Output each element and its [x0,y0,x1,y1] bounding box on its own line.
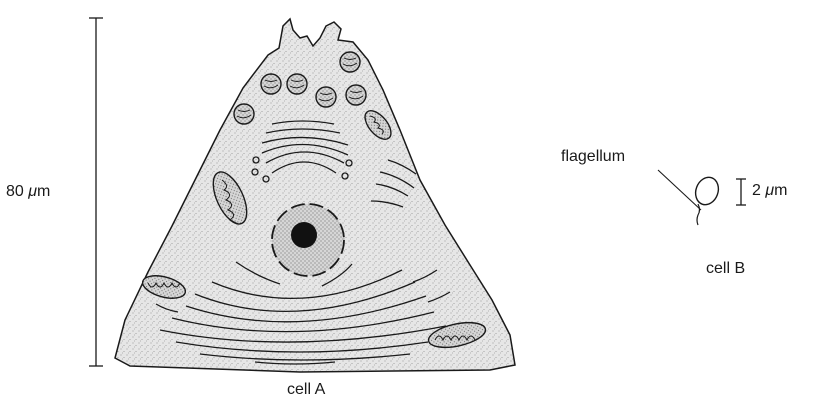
cell-a-scale-bar [89,18,103,366]
cell-a [115,19,515,372]
cell-b [658,170,746,225]
flagellum-label: flagellum [561,148,625,166]
nucleolus [291,222,317,248]
cell-b-scale-label: 2 μm [752,182,787,200]
cell-a-label: cell A [287,381,325,399]
mu-symbol: μ [28,183,37,200]
cell-b-scale-bar [736,179,746,205]
cell-b-label: cell B [706,260,745,278]
nucleus [272,204,344,276]
flagellum-pointer [658,170,701,210]
cell-a-scale-label: 80 μm [6,183,50,201]
cell-b-body [692,174,722,208]
mu-symbol: μ [765,182,774,199]
